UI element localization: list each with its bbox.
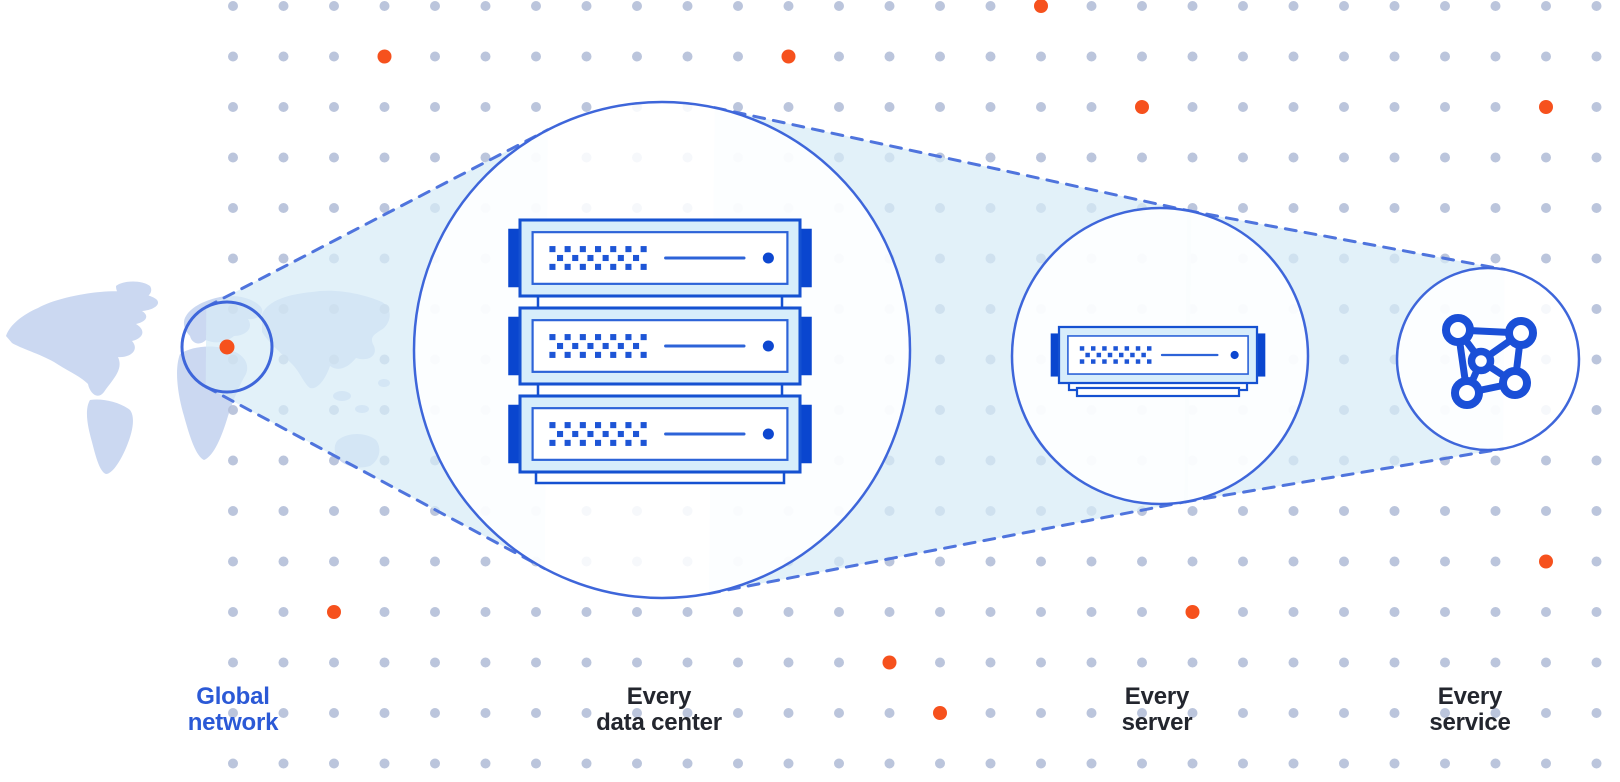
mesh-node bbox=[1505, 317, 1537, 349]
diagram-icons bbox=[219, 218, 1537, 485]
label-every-data-center: Every data center bbox=[529, 684, 789, 736]
label-line: server bbox=[1121, 709, 1193, 736]
zoom-dashed-line bbox=[713, 106, 1193, 213]
mesh-node bbox=[1442, 314, 1474, 346]
map-highlight-circle bbox=[180, 300, 274, 394]
orange-accent-dot bbox=[1135, 100, 1149, 114]
label-line: Every bbox=[1124, 683, 1190, 710]
label-line: Every bbox=[626, 683, 692, 710]
orange-accent-dot bbox=[933, 706, 947, 720]
zoom-dashed-line bbox=[707, 499, 1190, 596]
server-led bbox=[762, 252, 774, 264]
server-led bbox=[762, 340, 774, 352]
network-location-marker bbox=[219, 339, 235, 355]
mesh-network-icon bbox=[1442, 314, 1537, 409]
zoom-dashed-line bbox=[1185, 208, 1507, 272]
zoom-dashed-line bbox=[204, 128, 550, 309]
zoom-dashed-line bbox=[1182, 447, 1505, 504]
orange-accent-dot bbox=[1539, 100, 1553, 114]
server-rack-icon bbox=[508, 218, 812, 485]
label-global-network: Global network bbox=[103, 684, 363, 736]
label-line: network bbox=[187, 709, 279, 736]
orange-accent-dot bbox=[1539, 554, 1553, 569]
orange-accent-dot bbox=[327, 605, 341, 619]
single-server-icon bbox=[1050, 325, 1266, 398]
orange-accent-dot bbox=[1034, 0, 1048, 13]
label-every-server: Every server bbox=[1027, 684, 1287, 736]
label-line: data center bbox=[596, 709, 722, 736]
mesh-node bbox=[1499, 367, 1531, 399]
zoom-dashed-line bbox=[204, 385, 547, 571]
server-led bbox=[1230, 350, 1239, 360]
orange-accent-dot bbox=[377, 49, 392, 64]
mesh-center-node bbox=[1467, 347, 1495, 375]
label-every-service: Every service bbox=[1340, 684, 1600, 736]
orange-accent-dot bbox=[882, 655, 897, 670]
label-line: Global bbox=[196, 683, 270, 710]
orange-accent-dot bbox=[1185, 605, 1200, 619]
server-led bbox=[762, 428, 774, 440]
mesh-node bbox=[1451, 377, 1483, 409]
label-line: Every bbox=[1437, 683, 1503, 710]
label-line: service bbox=[1429, 709, 1511, 736]
orange-accent-dot bbox=[781, 49, 796, 64]
